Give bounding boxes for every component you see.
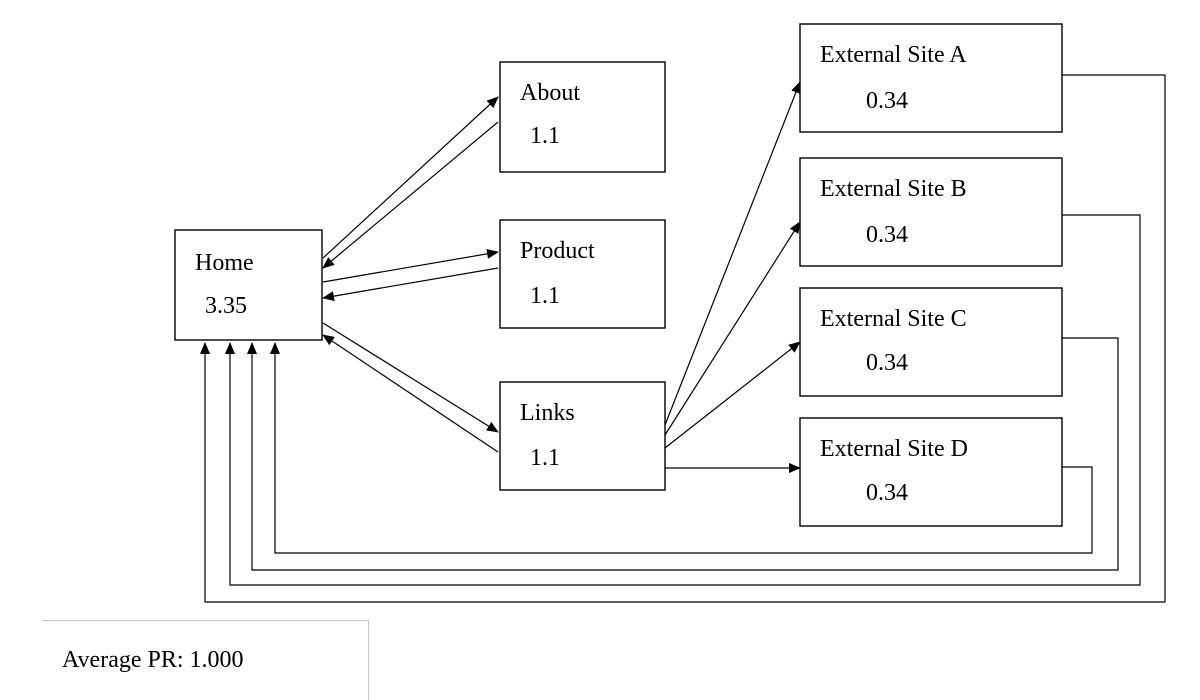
node-external-site-a-label: External Site A (820, 42, 967, 68)
node-external-site-c-label: External Site C (820, 306, 967, 332)
edge-ext-c-to-home (247, 337, 1119, 571)
node-external-site-b: External Site B 0.34 (799, 157, 1063, 267)
average-pr-panel: Average PR: 1.000 (42, 620, 369, 700)
edge-links-to-ext-c (664, 341, 801, 449)
node-home: Home 3.35 (174, 229, 323, 341)
edge-links-to-ext-b (664, 221, 801, 436)
edge-ext-d-to-home (270, 342, 1093, 554)
edge-home-to-links (322, 322, 499, 433)
node-product-pr: 1.1 (530, 283, 560, 309)
edge-ext-a-to-home (200, 74, 1166, 603)
edge-home-to-product (322, 248, 499, 283)
node-external-site-d-pr: 0.34 (866, 480, 908, 506)
node-product: Product 1.1 (499, 219, 666, 329)
node-home-label: Home (195, 250, 254, 276)
node-external-site-d: External Site D 0.34 (799, 417, 1063, 527)
edge-home-to-about (322, 96, 499, 259)
node-external-site-a-pr: 0.34 (866, 88, 908, 114)
pagerank-diagram: Home 3.35 About 1.1 Product 1.1 Links 1.… (174, 23, 1166, 603)
average-pr-label: Average PR: 1.000 (62, 647, 244, 673)
edge-links-to-ext-a (664, 81, 801, 426)
node-external-site-d-label: External Site D (820, 436, 968, 462)
edge-ext-b-to-home (225, 214, 1141, 586)
node-external-site-c: External Site C 0.34 (799, 287, 1063, 397)
node-home-pr: 3.35 (205, 293, 247, 319)
node-external-site-a: External Site A 0.34 (799, 23, 1063, 133)
node-about-label: About (520, 80, 580, 106)
node-links: Links 1.1 (499, 381, 666, 491)
node-links-label: Links (520, 400, 575, 426)
node-external-site-c-pr: 0.34 (866, 350, 908, 376)
edge-links-to-home (322, 334, 499, 453)
edge-product-to-home (322, 267, 499, 302)
node-about-pr: 1.1 (530, 123, 560, 149)
node-external-site-b-pr: 0.34 (866, 222, 908, 248)
edge-about-to-home (322, 121, 499, 269)
node-product-label: Product (520, 238, 595, 264)
node-links-pr: 1.1 (530, 445, 560, 471)
node-about: About 1.1 (499, 61, 666, 173)
node-external-site-b-label: External Site B (820, 176, 967, 202)
